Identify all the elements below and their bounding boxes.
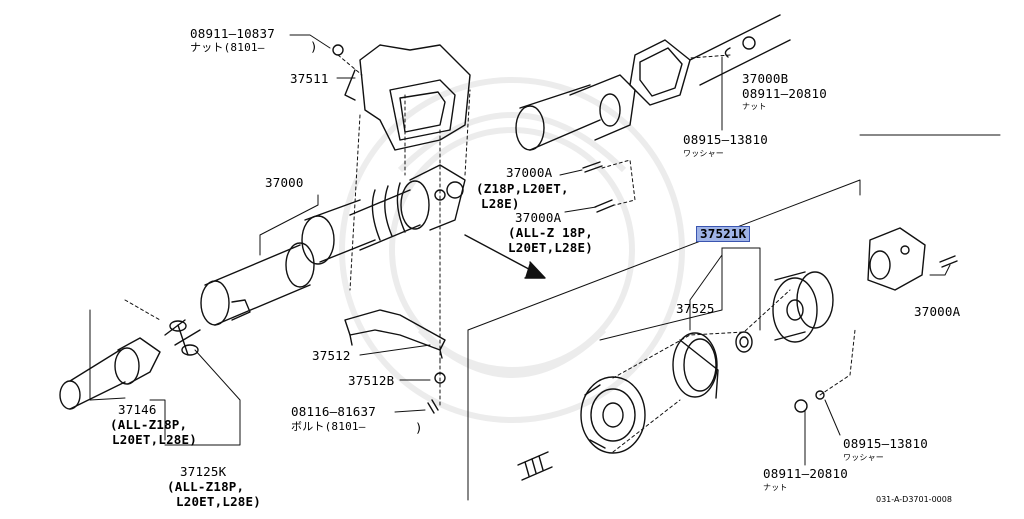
label-37125k-note1: (ALL-Z18P, (167, 479, 245, 494)
label-08915-13810-top: 08915–13810 (683, 132, 768, 147)
label-08911-20810-top: 08911–20810 (742, 86, 827, 101)
label-37125k: 37125K (180, 464, 227, 479)
label-37512: 37512 (312, 348, 351, 363)
label-08911-20810-bottom: 08911–20810 (763, 466, 848, 481)
label-37000b: 37000B (742, 71, 789, 86)
label-08915-13810-bottom: 08915–13810 (843, 436, 928, 451)
watermark-emblem (339, 77, 685, 423)
label-37146-note2: L20ET,L28E) (112, 432, 197, 447)
label-08116-81637-close: ) (415, 420, 423, 435)
label-37146: 37146 (118, 402, 157, 417)
label-37521k-highlighted[interactable]: 37521K (696, 226, 751, 242)
propeller-shaft-assembly (59, 14, 791, 410)
label-08911-10837-note: ナット(8101– (190, 41, 265, 54)
label-37000a-1-note1: (Z18P,L20ET, (476, 181, 569, 196)
label-08911-20810-bottom-note: ナット (763, 483, 788, 492)
label-37146-note1: (ALL-Z18P, (110, 417, 188, 432)
label-37511: 37511 (290, 71, 329, 86)
label-08915-13810-top-note: ワッシャー (683, 149, 724, 158)
leader-lines (89, 34, 1001, 501)
label-08915-13810-bottom-note: ワッシャー (843, 453, 884, 462)
label-37125k-note2: L20ET,L28E) (176, 494, 261, 509)
label-08911-10837: 08911–10837 (190, 26, 275, 41)
lower-bracket (344, 309, 446, 359)
diagram-reference-code: 031-A-D3701-0008 (876, 495, 952, 504)
label-37000a-1: 37000A (506, 165, 553, 180)
label-37525: 37525 (676, 301, 715, 316)
label-37000a-2-note1: (ALL-Z 18P, (508, 225, 593, 240)
label-08116-81637-note: ボルト(8101– (291, 420, 366, 433)
label-37000: 37000 (265, 175, 304, 190)
label-37512b: 37512B (348, 373, 395, 388)
label-37000a-2: 37000A (515, 210, 562, 225)
label-37000a-2-note2: L20ET,L28E) (508, 240, 593, 255)
label-08911-20810-top-note: ナット (742, 102, 767, 111)
assembly-guide-lines (124, 54, 856, 453)
center-bearing-exploded (517, 227, 926, 481)
direction-arrow (464, 234, 546, 279)
label-08911-10837-close: ) (310, 39, 318, 54)
label-37000a-3: 37000A (914, 304, 961, 319)
label-08116-81637: 08116–81637 (291, 404, 376, 419)
label-37000a-1-note2: L28E) (481, 196, 520, 211)
